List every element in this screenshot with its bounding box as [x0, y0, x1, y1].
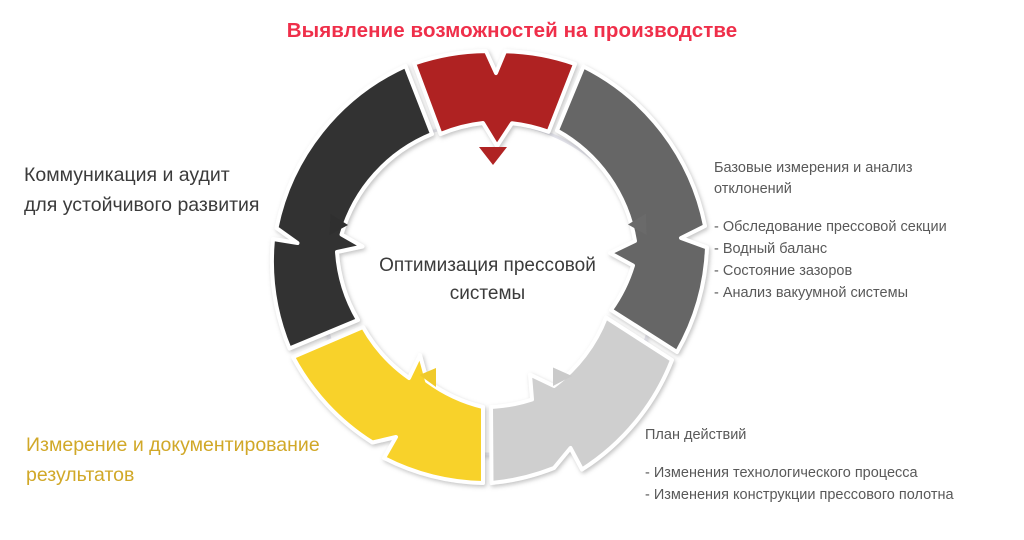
segment-measurement-documentation[interactable] — [291, 325, 485, 485]
pointer-left-icon — [329, 214, 348, 235]
label-measurement-line2: результатов — [26, 464, 135, 486]
segment-opportunity-identification[interactable] — [412, 49, 577, 148]
center-label-line1: Оптимизация прессовой — [379, 255, 596, 276]
cycle-diagram — [243, 42, 733, 534]
pointer-bottom-left-icon — [419, 368, 436, 387]
callout-action-plan: План действий - Изменения технологическо… — [645, 425, 1017, 506]
callout-baseline-list: - Обследование прессовой секции - Водный… — [714, 216, 1014, 304]
list-item: - Изменения конструкции прессового полот… — [645, 487, 954, 503]
label-communication-line1: Коммуникация и аудит — [24, 164, 230, 186]
callout-baseline-heading: Базовые измерения и анализ отклонений — [714, 158, 1014, 200]
center-label-line2: системы — [449, 283, 526, 304]
pointer-top-icon — [479, 147, 507, 165]
list-item: - Водный баланс — [714, 241, 828, 257]
page-title: Выявление возможностей на производстве — [286, 19, 738, 42]
pointer-right-icon — [628, 213, 647, 235]
list-item: - Изменения технологического процесса — [645, 465, 918, 481]
label-measurement-documentation: Измерение и документирование результатов — [26, 430, 366, 490]
callout-baseline-heading-line1: Базовые измерения и анализ — [714, 160, 913, 176]
callout-action-plan-heading: План действий — [645, 427, 747, 443]
segment-communication-audit[interactable] — [269, 64, 434, 351]
label-communication-audit: Коммуникация и аудит для устойчивого раз… — [24, 160, 299, 220]
list-item: - Состояние зазоров — [714, 263, 853, 279]
label-measurement-line1: Измерение и документирование — [26, 434, 320, 456]
segment-baseline-measurement[interactable] — [555, 64, 709, 354]
callout-action-plan-list: - Изменения технологического процесса - … — [645, 462, 1017, 506]
list-item: - Анализ вакуумной системы — [714, 285, 908, 301]
callout-baseline-measurement: Базовые измерения и анализ отклонений - … — [714, 158, 1014, 304]
label-communication-line2: для устойчивого развития — [24, 194, 260, 216]
center-label: Оптимизация прессовой системы — [345, 252, 630, 308]
pointer-bottom-right-icon — [553, 367, 572, 386]
cycle-diagram-svg — [269, 49, 709, 485]
list-item: - Обследование прессовой секции — [714, 219, 947, 235]
callout-baseline-heading-line2: отклонений — [714, 181, 792, 197]
segment-action-plan[interactable] — [489, 315, 674, 485]
